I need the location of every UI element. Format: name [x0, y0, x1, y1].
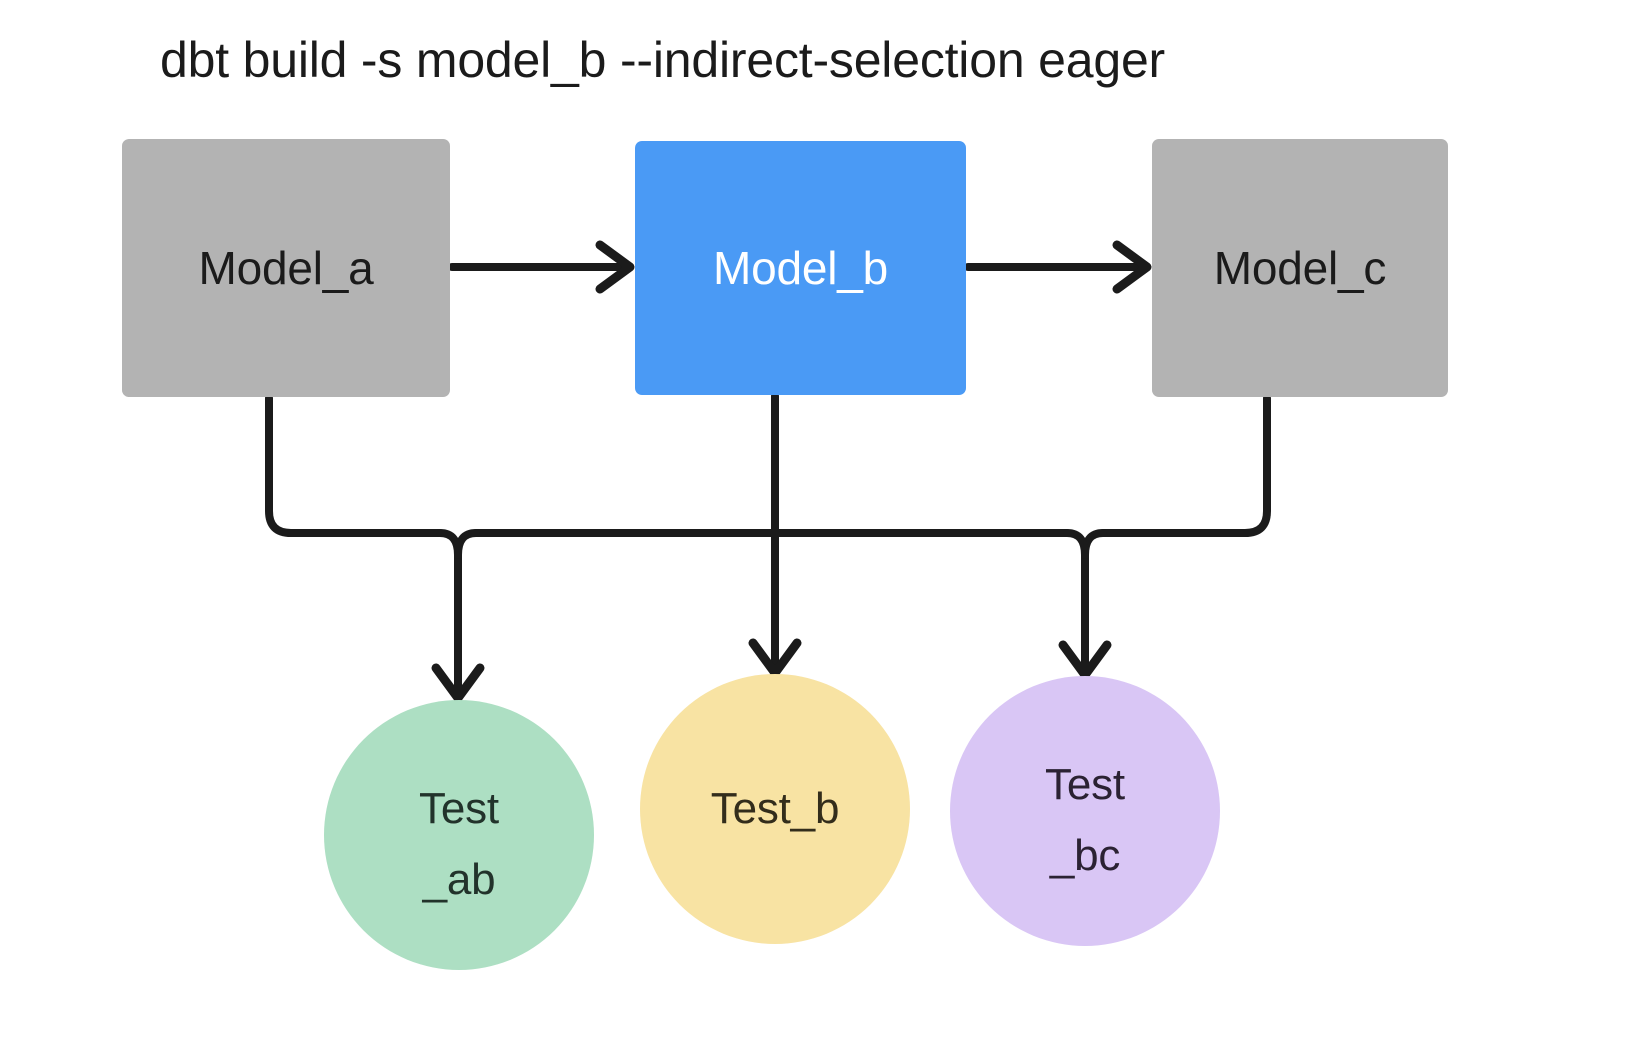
model-node-label: Model_a	[198, 242, 374, 294]
test-node-label-line2: _ab	[422, 855, 496, 904]
edge-model-a-to-bus	[265, 394, 444, 537]
model-node-model-a[interactable]: Model_a	[122, 139, 450, 397]
test-node-test-ab[interactable]: Test _ab	[324, 700, 594, 970]
edge-bus-to-test-bc	[1058, 529, 1112, 680]
edge-model-b-to-model-c	[964, 240, 1152, 294]
model-node-model-b[interactable]: Model_b	[635, 141, 966, 395]
test-node-test-b[interactable]: Test_b	[640, 674, 910, 944]
edge-bus-to-test-ab	[431, 529, 485, 703]
model-node-label: Model_c	[1213, 242, 1387, 294]
diagram-title: dbt build -s model_b --indirect-selectio…	[160, 32, 1166, 88]
edge-model-b-to-test-b	[748, 392, 802, 678]
model-node-model-c[interactable]: Model_c	[1152, 139, 1448, 397]
test-node-label-line2: _bc	[1049, 831, 1121, 880]
test-node-test-bc[interactable]: Test _bc	[950, 676, 1220, 946]
test-node-label-line1: Test	[1045, 760, 1125, 809]
test-node-label-line1: Test_b	[710, 784, 840, 833]
edge-model-c-to-bus	[1099, 394, 1271, 537]
test-node-label-line1: Test	[419, 784, 499, 833]
edge-model-a-to-model-b	[448, 240, 635, 294]
model-node-label: Model_b	[712, 242, 889, 294]
